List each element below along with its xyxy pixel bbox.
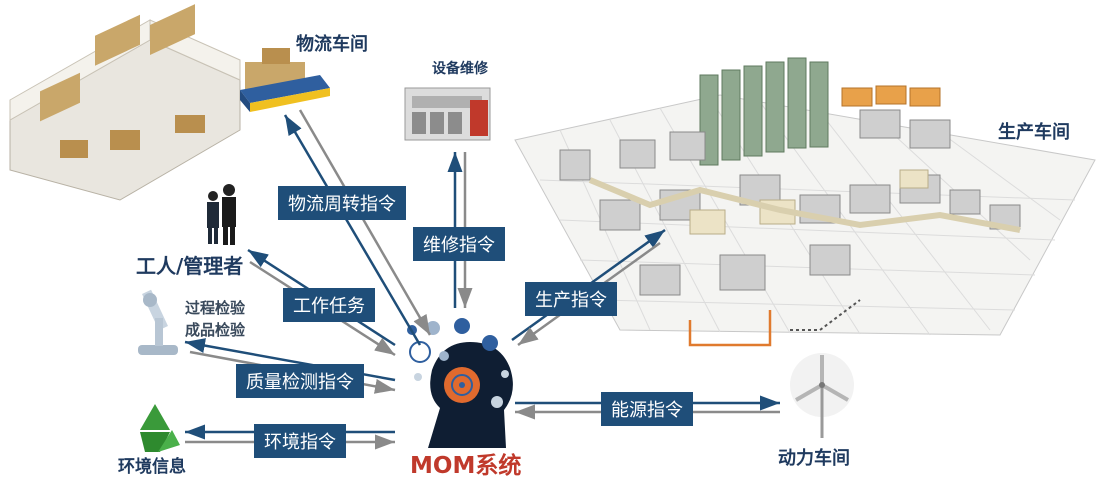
arrow-to-logistics [283, 114, 422, 346]
environment-command-box: 环境指令 [254, 424, 346, 458]
product-inspection-label: 成品检验 [185, 321, 246, 339]
work-task-box: 工作任务 [283, 288, 375, 322]
workers-managers-label: 工人/管理者 [136, 254, 244, 278]
workers-illustration [207, 184, 236, 245]
energy-command-box: 能源指令 [601, 392, 693, 426]
power-workshop-label: 动力车间 [778, 448, 850, 469]
agv-robot-illustration [240, 48, 330, 112]
mom-head-icon [407, 318, 513, 448]
factory-floor-illustration [514, 57, 1096, 347]
mom-system-label: MOM系统 [410, 453, 522, 479]
maintenance-machine-illustration [404, 87, 491, 141]
environment-info-label: 环境信息 [118, 457, 186, 477]
warehouse-illustration [9, 4, 241, 201]
arrow-from-logistics [298, 109, 432, 336]
production-command-box: 生产指令 [525, 282, 617, 316]
recycle-icon [140, 404, 180, 452]
process-inspection-label: 过程检验 [185, 299, 246, 317]
logistics-command-box: 物流周转指令 [278, 186, 406, 220]
wind-turbine-icon [790, 353, 854, 438]
production-workshop-label: 生产车间 [998, 122, 1070, 143]
logistics-workshop-label: 物流车间 [296, 34, 368, 55]
quality-command-box: 质量检测指令 [236, 364, 364, 398]
microscope-icon [138, 289, 178, 355]
maintenance-label: 设备维修 [432, 61, 488, 77]
maintenance-command-box: 维修指令 [413, 227, 505, 261]
